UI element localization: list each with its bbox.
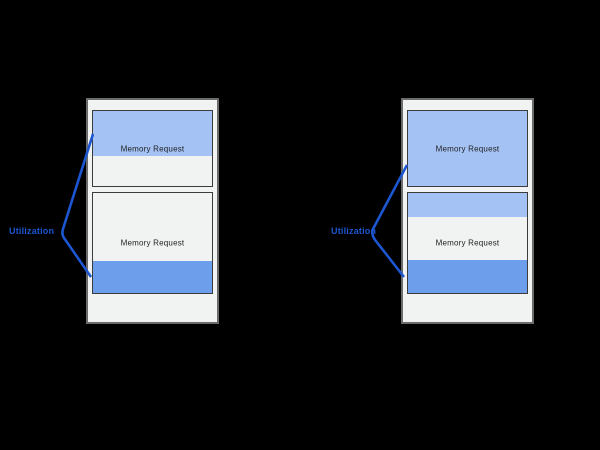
memory-request-rect-left-top: Memory Request [92,110,213,187]
fill-segment-panel_fill [93,193,212,261]
memory-request-rect-right-bottom: Memory Request [407,192,528,294]
memory-request-rect-left-bottom: Memory Request [92,192,213,294]
fill-segment-panel_fill [408,217,527,260]
memory-box-right: Memory Request Memory Request [401,98,534,324]
fill-segment-panel_fill [93,156,212,186]
fill-segment-allocated_light_blue [93,111,212,156]
fill-segment-allocated_light_blue [408,193,527,217]
utilization-label-left: Utilization [9,226,55,236]
memory-request-rect-right-top: Memory Request [407,110,528,187]
fill-segment-utilized_blue [408,259,527,293]
fill-segment-allocated_light_blue [408,111,527,186]
utilization-label-right: Utilization [331,226,377,236]
fill-segment-utilized_blue [93,261,212,293]
memory-box-left: Memory Request Memory Request [86,98,219,324]
